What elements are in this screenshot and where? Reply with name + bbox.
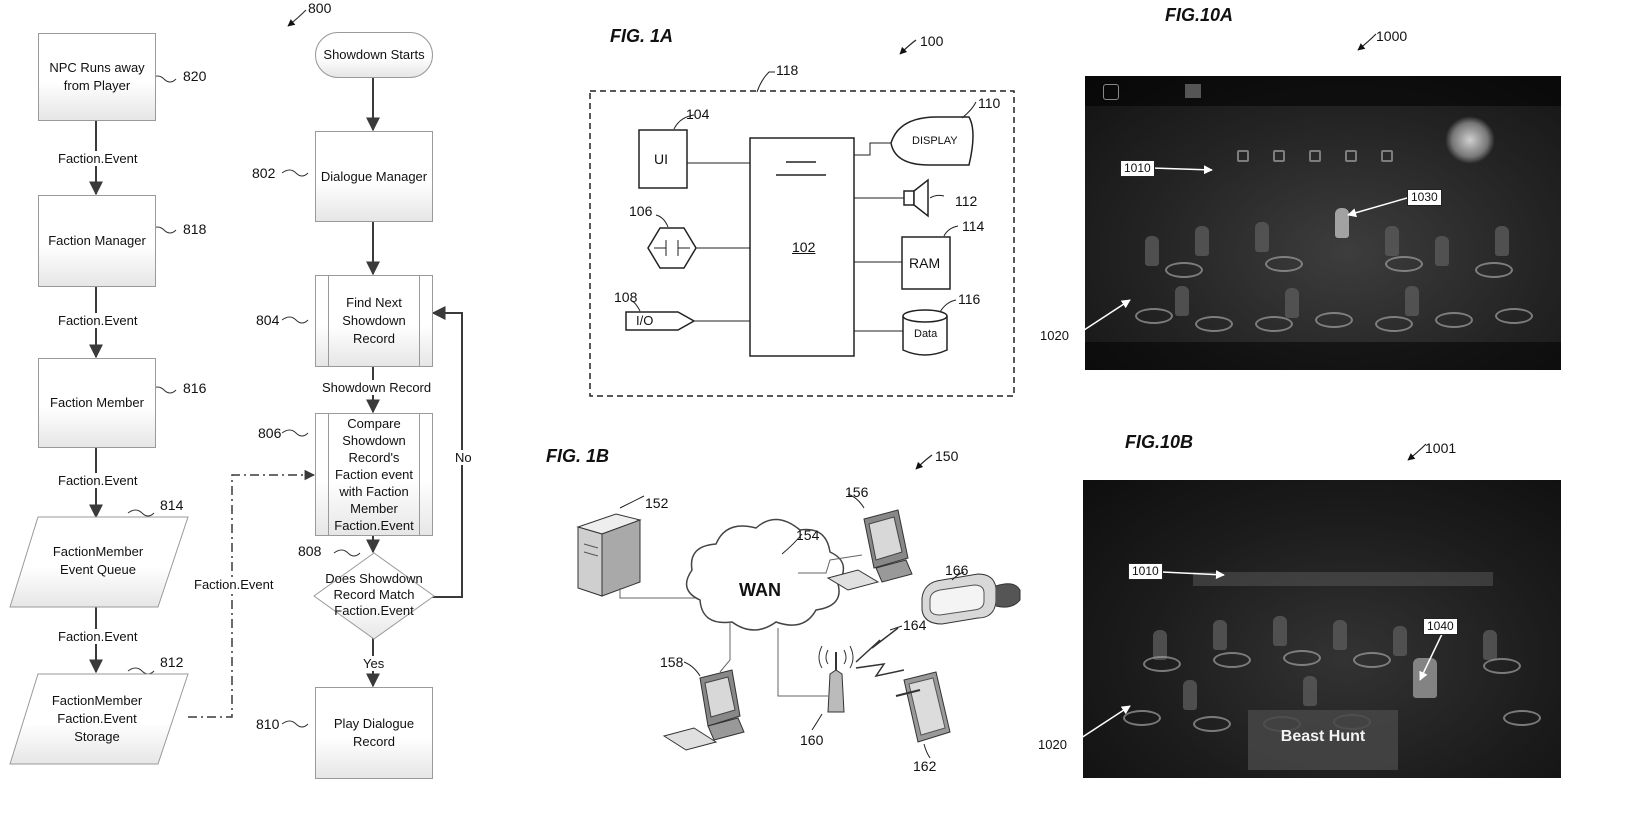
play-dialogue-label: Play Dialogue Record [316, 715, 432, 751]
showdown-starts-label: Showdown Starts [323, 46, 424, 64]
callout-10b-1040: 1040 [1423, 618, 1458, 635]
box-faction-member-label: Faction Member [50, 394, 144, 412]
callout-10b-1020: 1020 [1038, 737, 1067, 752]
compare-record-label: Compare Showdown Record's Faction event … [316, 415, 432, 534]
callout-10b-1010: 1010 [1128, 563, 1163, 580]
box-npc-runs-away-label: NPC Runs away from Player [39, 59, 155, 95]
box-faction-manager-label: Faction Manager [48, 232, 146, 250]
box-compare-record: Compare Showdown Record's Faction event … [315, 413, 433, 536]
find-next-record-label: Find Next Showdown Record [316, 294, 432, 348]
dialogue-manager-label: Dialogue Manager [321, 168, 427, 186]
